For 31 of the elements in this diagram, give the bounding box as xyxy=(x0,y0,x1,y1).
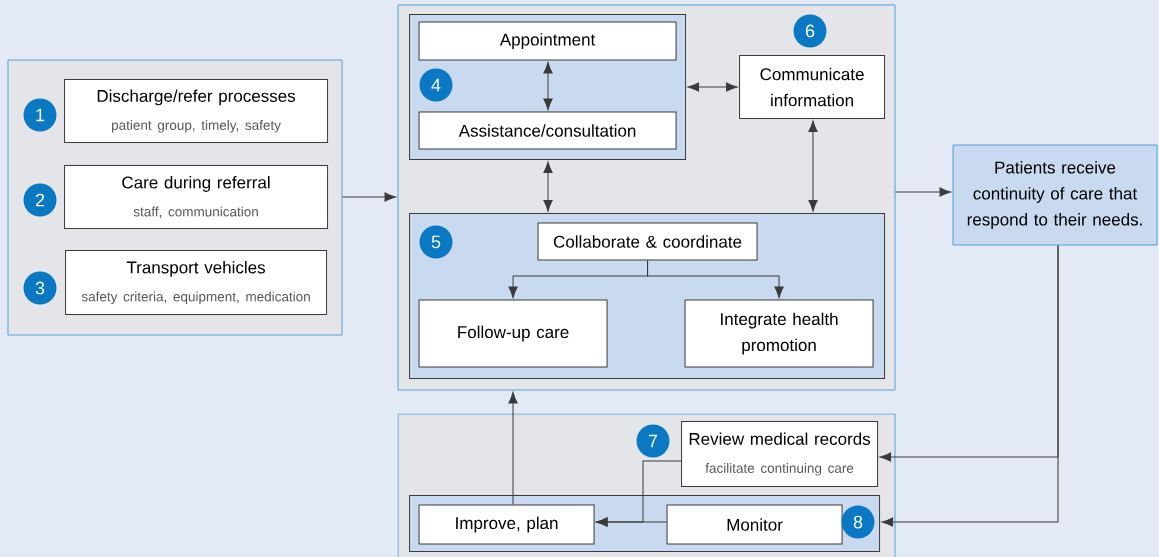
arrow xyxy=(508,391,518,506)
callout-number: 2 xyxy=(23,183,57,217)
process-box: Communicate information xyxy=(739,55,886,120)
process-box: Transport vehicles safety criteria, equipment, medication xyxy=(65,250,328,316)
process-box: Assistance/consultation xyxy=(418,111,677,150)
process-box: Improve, plan xyxy=(418,504,595,545)
process-box: Follow-up care xyxy=(418,299,608,368)
process-box: Review medical records facilitate continuing care xyxy=(681,421,879,488)
process-box: Discharge/refer processes patient group, timely, safety xyxy=(64,79,329,144)
arrow xyxy=(543,62,553,111)
arrow xyxy=(808,120,818,212)
callout-number: 4 xyxy=(419,68,453,102)
arrow xyxy=(543,161,553,212)
process-box: Collaborate & coordinate xyxy=(537,222,758,261)
outcome-box: Patients receive continuity of care that respond to their needs. xyxy=(952,144,1158,246)
callout-number: 3 xyxy=(23,271,57,305)
arrow xyxy=(687,82,738,92)
process-box: Care during referral staff, communication xyxy=(64,165,329,230)
process-box: Monitor xyxy=(666,504,843,545)
callout-number: 1 xyxy=(23,98,57,132)
arrow xyxy=(894,187,952,197)
callout-number: 8 xyxy=(841,505,875,539)
process-box: Integrate health promotion xyxy=(684,299,874,368)
callout-number: 7 xyxy=(636,424,670,458)
callout-number: 6 xyxy=(793,14,827,48)
callout-number: 5 xyxy=(419,225,453,259)
arrow xyxy=(881,244,1059,527)
arrow xyxy=(596,517,668,527)
arrow xyxy=(341,192,397,202)
process-box: Appointment xyxy=(418,21,677,61)
arrow xyxy=(647,260,784,299)
